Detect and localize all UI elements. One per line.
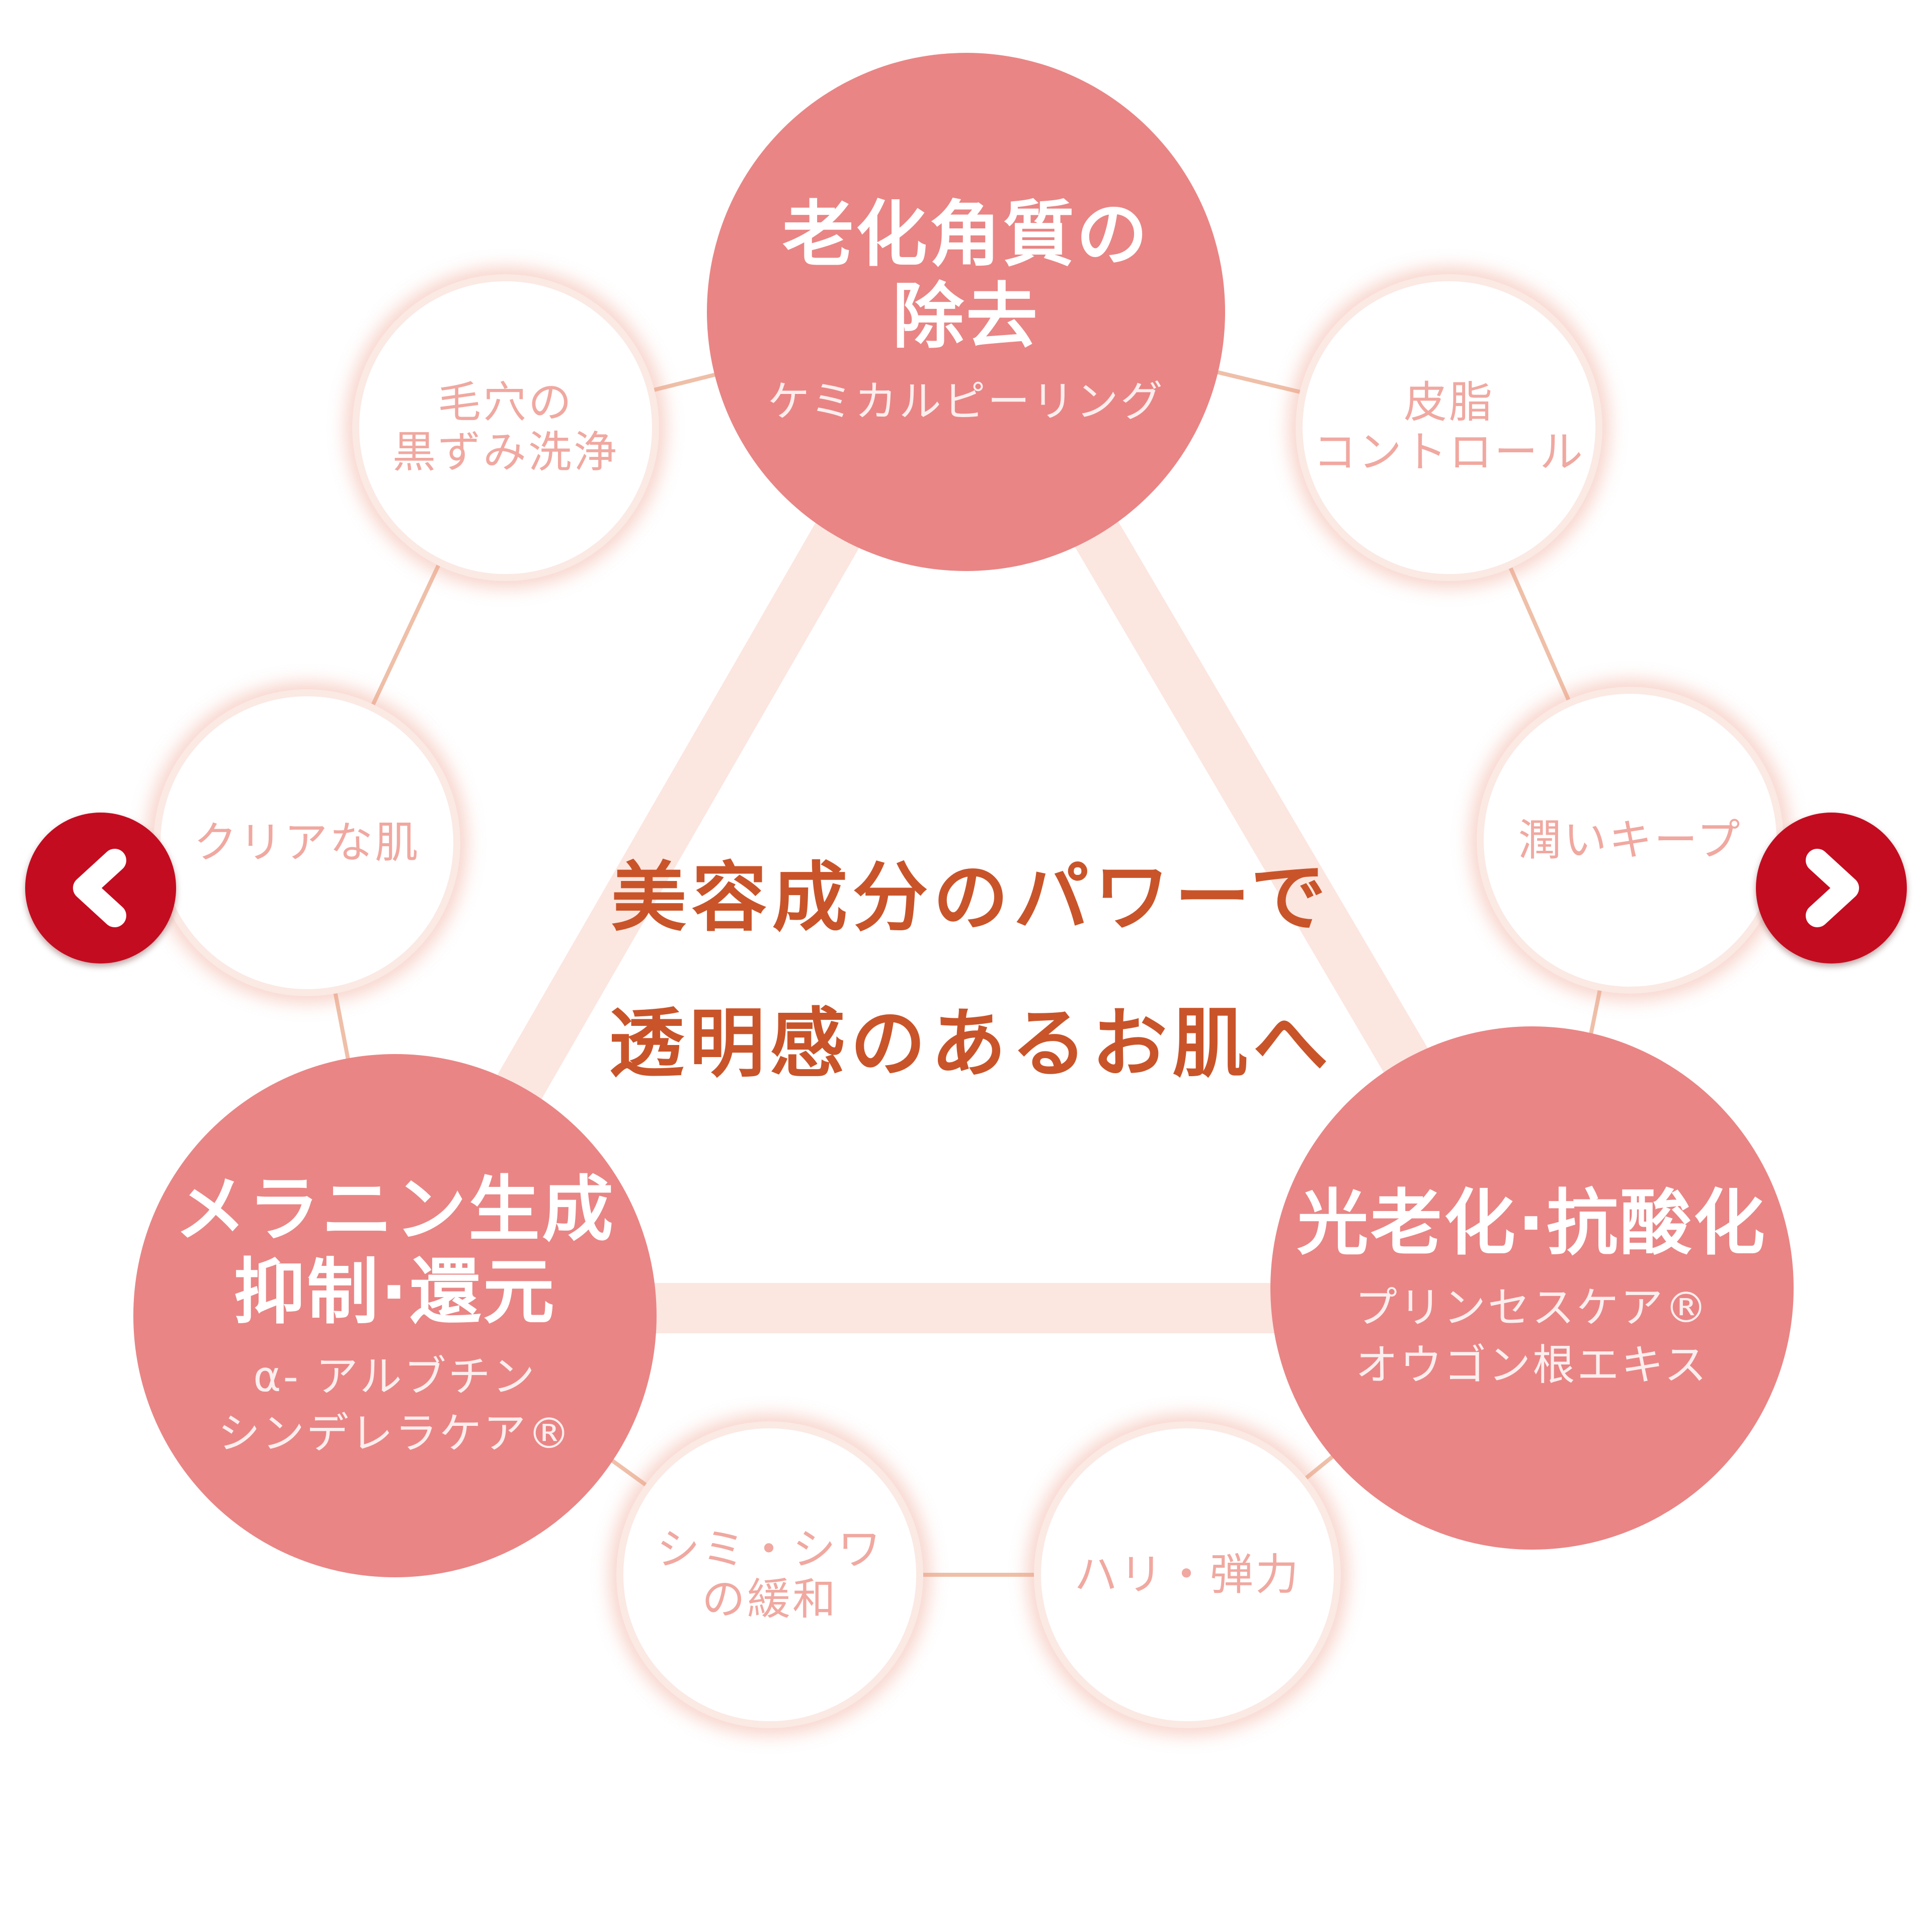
node-title: メラニン生成 (175, 1168, 615, 1252)
node-title: 除去 (893, 275, 1039, 359)
node-subtitle: α- アルブチン (253, 1351, 537, 1401)
center-message-line: 美容成分のパワーで (611, 854, 1331, 942)
node-subtitle: ケミカルピーリング (767, 376, 1165, 426)
node-spots-wrinkles: シミ・シワ の緩和 (616, 1421, 923, 1728)
node-title: 抑制·還元 (233, 1250, 556, 1334)
node-label: ハリ・弾力 (1074, 1549, 1301, 1600)
node-title: 老化角質の (782, 193, 1150, 276)
node-label: 皮脂 (1404, 377, 1494, 428)
node-label: クリアな肌 (194, 817, 420, 868)
node-photoaging-antioxidation: 光老化·抗酸化 プリンセスケア® オウゴン根エキス (1270, 1026, 1794, 1550)
node-label: コントロール (1313, 427, 1585, 477)
node-label: 毛穴の (438, 377, 574, 428)
node-title: 光老化·抗酸化 (1297, 1181, 1767, 1265)
center-message: 美容成分のパワーで 透明感のあるお肌へ (533, 825, 1409, 1117)
prev-button[interactable] (25, 813, 176, 963)
node-pore-cleansing: 毛穴の 黒ずみ洗浄 (352, 274, 659, 581)
node-melanin-suppression: メラニン生成 抑制·還元 α- アルブチン シンデレラケア® (133, 1054, 657, 1577)
node-label: 潤いキープ (1518, 815, 1742, 865)
chevron-left-icon (73, 849, 126, 927)
node-moisture-keep: 潤いキープ (1477, 687, 1784, 994)
node-clear-skin: クリアな肌 (153, 689, 460, 996)
node-subtitle: オウゴン根エキス (1355, 1340, 1709, 1390)
node-label: 黒ずみ洗浄 (392, 427, 619, 477)
chevron-right-icon (1806, 849, 1859, 927)
node-sebum-control: 皮脂 コントロール (1296, 274, 1602, 581)
center-message-line: 透明感のあるお肌へ (608, 1000, 1333, 1088)
node-label: の緩和 (702, 1574, 838, 1625)
node-firmness: ハリ・弾力 (1034, 1421, 1341, 1728)
next-button[interactable] (1756, 813, 1907, 963)
node-aged-keratin-removal: 老化角質の 除去 ケミカルピーリング (707, 53, 1225, 571)
node-subtitle: シンデレラケア® (217, 1409, 572, 1459)
node-subtitle: プリンセスケア® (1354, 1283, 1709, 1333)
node-label: シミ・シワ (657, 1524, 883, 1575)
